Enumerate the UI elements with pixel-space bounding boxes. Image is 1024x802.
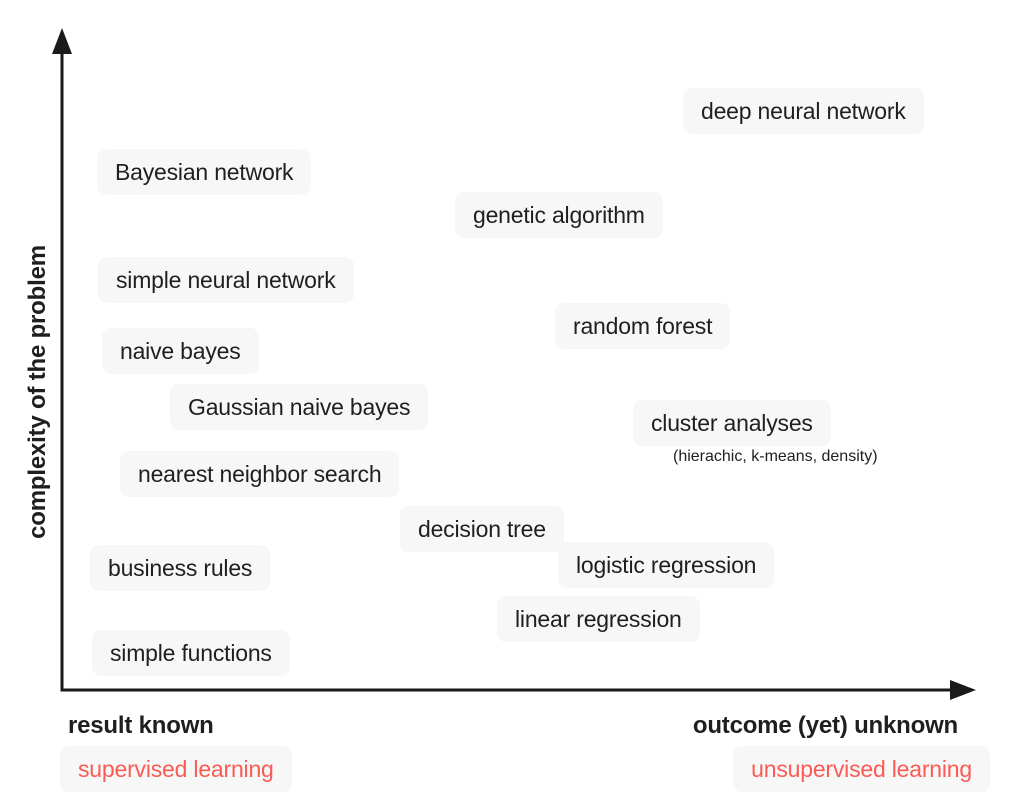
algo-label-deep-neural-network: deep neural network xyxy=(683,88,924,134)
x-axis-arrowhead xyxy=(950,680,976,700)
algo-sublabel-cluster-analyses: (hierachic, k-means, density) xyxy=(673,448,878,465)
algo-pill-simple-functions: simple functions xyxy=(92,630,290,676)
algo-pill-decision-tree: decision tree xyxy=(400,506,564,552)
x-axis-right-label: outcome (yet) unknown xyxy=(692,712,958,739)
algo-pill-deep-neural-network: deep neural network xyxy=(683,88,924,134)
algo-label-business-rules: business rules xyxy=(90,545,271,591)
algo-label-simple-neural-network: simple neural network xyxy=(98,257,354,303)
algo-pill-linear-regression: linear regression xyxy=(497,596,700,642)
algo-label-logistic-regression: logistic regression xyxy=(558,542,775,588)
algo-label-bayesian-network: Bayesian network xyxy=(97,149,312,195)
algo-pill-business-rules: business rules xyxy=(90,545,271,591)
y-axis-label: complexity of the problem xyxy=(24,245,51,539)
algo-label-gaussian-naive-bayes: Gaussian naive bayes xyxy=(170,384,429,430)
algo-pill-cluster-analyses: cluster analyses xyxy=(633,400,831,446)
algo-label-decision-tree: decision tree xyxy=(400,506,564,552)
algo-label-naive-bayes: naive bayes xyxy=(102,328,259,374)
algo-pill-naive-bayes: naive bayes xyxy=(102,328,259,374)
algo-pill-random-forest: random forest xyxy=(555,303,731,349)
x-axis-left-label: result known xyxy=(68,712,214,739)
y-axis-arrowhead xyxy=(52,28,72,54)
algo-label-simple-functions: simple functions xyxy=(92,630,290,676)
algo-label-linear-regression: linear regression xyxy=(497,596,700,642)
algo-label-nearest-neighbor-search: nearest neighbor search xyxy=(120,451,400,497)
algo-pill-logistic-regression: logistic regression xyxy=(558,542,775,588)
algo-label-genetic-algorithm: genetic algorithm xyxy=(455,192,663,238)
algo-pill-gaussian-naive-bayes: Gaussian naive bayes xyxy=(170,384,429,430)
algo-pill-simple-neural-network: simple neural network xyxy=(98,257,354,303)
algo-pill-genetic-algorithm: genetic algorithm xyxy=(455,192,663,238)
algo-label-cluster-analyses: cluster analyses (hierachic, k-means, den… xyxy=(633,400,878,467)
algo-pill-nearest-neighbor-search: nearest neighbor search xyxy=(120,451,400,497)
algo-pill-bayesian-network: Bayesian network xyxy=(97,149,312,195)
unsupervised-learning-tag: unsupervised learning xyxy=(733,746,990,792)
supervised-learning-tag: supervised learning xyxy=(60,746,292,792)
algo-label-random-forest: random forest xyxy=(555,303,731,349)
